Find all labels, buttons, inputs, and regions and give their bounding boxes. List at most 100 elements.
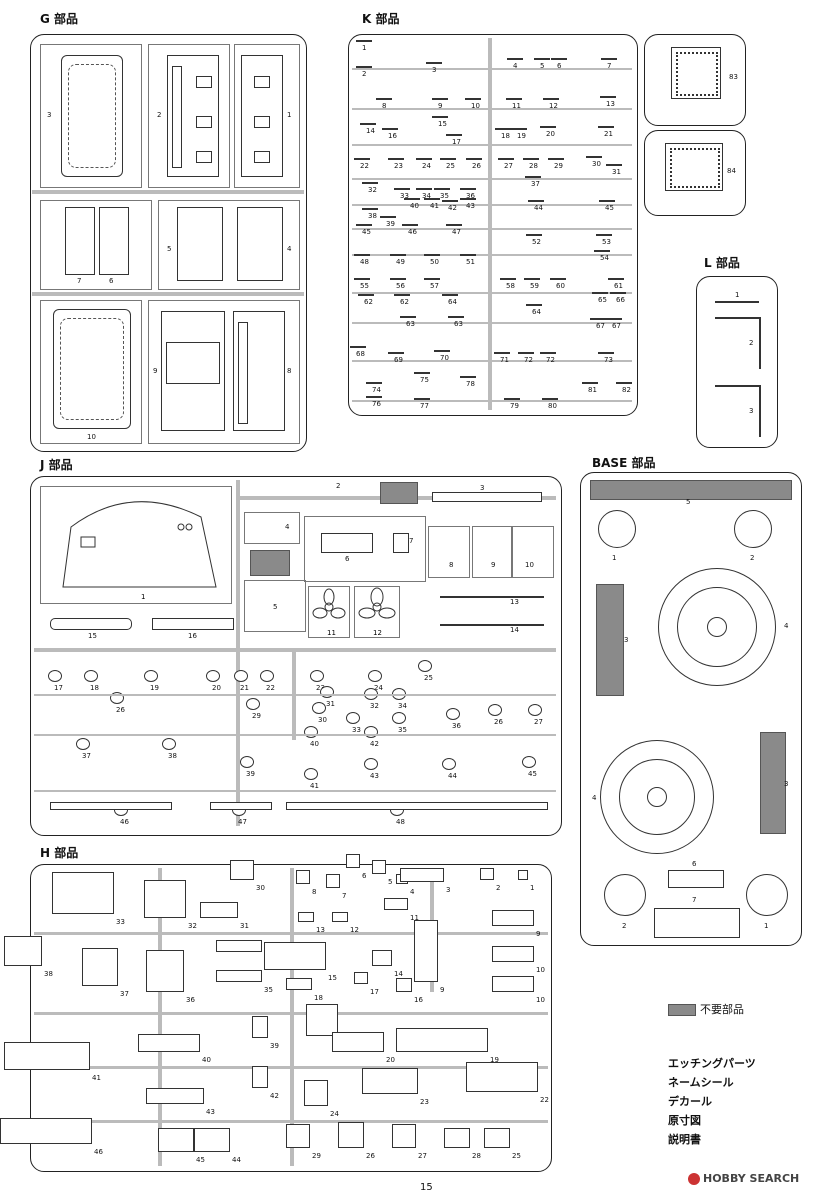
base-turntable-4-bottom: [600, 740, 714, 854]
k-part-32: [362, 182, 378, 184]
k-part-2: [356, 66, 372, 68]
k-part-45: [356, 224, 372, 226]
h-num-2: 2: [496, 884, 501, 892]
h-part-36: [146, 950, 184, 992]
j-part-25: [418, 660, 432, 672]
j-part-12-cell: 12: [354, 586, 400, 638]
k-part-16: [382, 128, 398, 130]
j-part-16: [152, 618, 234, 630]
k-num-56: 56: [396, 282, 405, 290]
k-section-title: K 部品: [362, 12, 400, 26]
g-part-1-hatch-b: [254, 116, 270, 128]
k-part-57: [424, 278, 440, 280]
h-part-26: [338, 1122, 364, 1148]
k-row-divider: [352, 360, 632, 362]
k-num-78: 78: [466, 380, 475, 388]
l-part-1: [715, 301, 759, 303]
k-num-39: 39: [386, 220, 395, 228]
svg-text:11: 11: [327, 629, 336, 637]
k-part-56: [390, 278, 406, 280]
k-num-74: 74: [372, 386, 381, 394]
k-part-76: [366, 396, 382, 398]
base-unused-3-top: [596, 584, 624, 696]
h-num-24: 24: [330, 1110, 339, 1118]
h-num-45: 45: [196, 1156, 205, 1164]
h-part-16: [396, 978, 412, 992]
h-part-7: [326, 874, 340, 888]
k-num-21: 21: [604, 130, 613, 138]
k-part-1: [356, 40, 372, 42]
h-part-32: [144, 880, 186, 918]
g-part-1-cell: 1: [234, 44, 300, 188]
h-section-title: H 部品: [40, 846, 79, 860]
j-part-41: [304, 768, 318, 780]
k-num-42: 42: [448, 204, 457, 212]
k-part-75: [414, 372, 430, 374]
k-num-63: 63: [454, 320, 463, 328]
k-part-41: [424, 198, 440, 200]
g-part-6: [99, 207, 129, 275]
h-part-27: [392, 1124, 416, 1148]
k-num-22: 22: [360, 162, 369, 170]
k-num-71: 71: [500, 356, 509, 364]
g-part-5: [177, 207, 223, 281]
h-num-28: 28: [472, 1152, 481, 1160]
k-part-10: [465, 98, 481, 100]
k-part-3: [426, 62, 442, 64]
j-num-40: 40: [310, 740, 319, 748]
k-row-divider: [352, 144, 632, 146]
k-part-12: [543, 98, 559, 100]
j-num-33: 33: [352, 726, 361, 734]
j-num-48: 48: [396, 818, 405, 826]
j-part-35: [392, 712, 406, 724]
j-part-24: [368, 670, 382, 682]
g-part-3-window: [68, 64, 116, 168]
h-runner-h4: [34, 1120, 548, 1123]
h-part-22: [466, 1062, 538, 1092]
k-row-divider: [352, 178, 632, 180]
h-part-17: [354, 972, 368, 984]
base-part-2-bottom: [604, 874, 646, 916]
k-num-75: 75: [420, 376, 429, 384]
k-num-12: 12: [549, 102, 558, 110]
l-num-2: 2: [749, 339, 754, 347]
j-part-1: 1: [62, 501, 217, 601]
k-num-33: 33: [400, 192, 409, 200]
h-num-26: 26: [366, 1152, 375, 1160]
j-num-32: 32: [370, 702, 379, 710]
k-part-26: [466, 158, 482, 160]
h-num-8: 8: [312, 888, 317, 896]
k-part-53: [596, 234, 612, 236]
j-part-11-cell: 11: [308, 586, 350, 638]
k-num-15: 15: [438, 120, 447, 128]
g-part-3-cell: 3: [40, 44, 142, 188]
h-num-25: 25: [512, 1152, 521, 1160]
g-part-9-panel: [166, 342, 220, 384]
k-part-8: [376, 98, 392, 100]
k-part-72: [518, 352, 534, 354]
h-part-35: [216, 970, 262, 982]
j-num-22: 22: [266, 684, 275, 692]
h-num-10: 10: [536, 966, 545, 974]
part-84-detail: [670, 148, 720, 188]
k-part-63: [400, 316, 416, 318]
h-num-38: 38: [44, 970, 53, 978]
base-part-1-bottom: [746, 874, 788, 916]
k-part-14: [360, 123, 376, 125]
h-num-10: 10: [536, 996, 545, 1004]
j-part-37: [76, 738, 90, 750]
base-unused-3-bottom: [760, 732, 786, 834]
k-num-30: 30: [592, 160, 601, 168]
k-part-18: [495, 128, 511, 130]
h-num-22: 22: [540, 1096, 549, 1104]
h-part-40: [138, 1034, 200, 1052]
k-part-9: [432, 98, 448, 100]
k-num-80: 80: [548, 402, 557, 410]
j-part-22: [260, 670, 274, 682]
h-num-7: 7: [342, 892, 347, 900]
j-num-41: 41: [310, 782, 319, 790]
base-num-4-top: 4: [784, 622, 789, 630]
k-part-77: [414, 398, 430, 400]
h-num-23: 23: [420, 1098, 429, 1106]
k-part-24: [416, 158, 432, 160]
